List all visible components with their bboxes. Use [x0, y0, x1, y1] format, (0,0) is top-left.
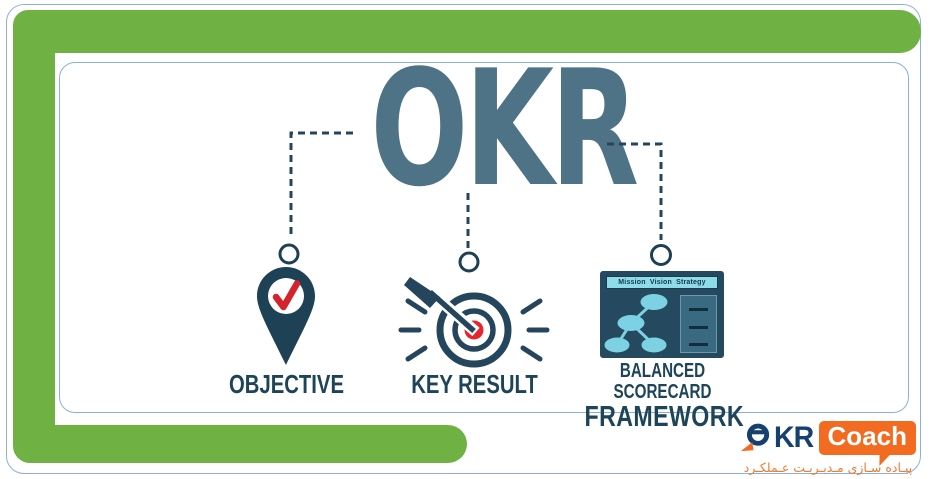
page-title: OKR [370, 35, 639, 222]
logo-arrow-icon [740, 442, 754, 452]
scorecard-list-line [689, 343, 708, 346]
scorecard-list-line [689, 326, 708, 329]
outer-frame-border [6, 4, 921, 474]
green-frame-top [13, 10, 921, 53]
okr-coach-logo: KR Coach پیـاده سـازی مـدیـریـت عـملکـرد [740, 420, 916, 475]
label-objective: OBJECTIVE [229, 369, 344, 399]
pin-checkmark-icon [257, 267, 315, 365]
logo-tagline: پیـاده سـازی مـدیـریـت عـملکـرد [743, 460, 913, 475]
logo-o-swirl-icon [740, 423, 770, 452]
label-framework-word: FRAMEWORK [584, 401, 745, 433]
target-dart-icon [398, 277, 550, 368]
scorecard-orgchart [604, 294, 668, 353]
logo-coach-badge: Coach [818, 421, 916, 455]
label-key-result: KEY RESULT [411, 369, 538, 399]
green-frame-left [13, 30, 55, 463]
label-framework: BALANCED SCORECARD FRAMEWORK [565, 360, 760, 433]
scorecard-list-panel [680, 295, 717, 353]
label-balanced-scorecard: BALANCED SCORECARD [613, 360, 712, 403]
green-frame-bottom [30, 425, 467, 463]
logo-kr-text: KR [774, 421, 814, 454]
scorecard-list-line [689, 308, 708, 311]
scorecard-header: Mission Vision Strategy [606, 276, 718, 289]
scorecard-icon: Mission Vision Strategy [600, 271, 724, 358]
logo-row: KR Coach [740, 420, 916, 466]
